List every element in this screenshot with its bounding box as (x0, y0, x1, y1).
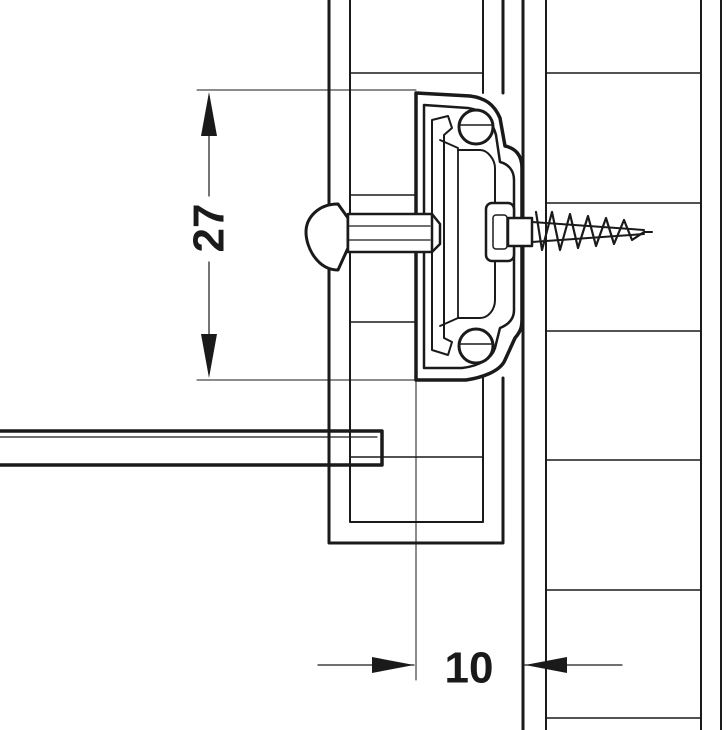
height-dimension-label: 27 (185, 204, 234, 253)
drawer-bottom-panel (0, 429, 384, 467)
ball-bearing-bottom (457, 327, 495, 365)
ball-bearing-top (457, 108, 495, 146)
gap-dimension-label: 10 (445, 644, 494, 693)
arrow-left-icon (525, 657, 567, 673)
drawer-screw (304, 202, 442, 272)
dimension-gap: 10 (317, 379, 623, 693)
arrow-up-icon (201, 92, 217, 136)
panel-grid-lines (545, 72, 702, 719)
cabinet-side-panel (521, 0, 722, 730)
dimension-height: 27 (185, 89, 417, 381)
arrow-down-icon (201, 334, 217, 378)
arrow-right-icon (372, 657, 414, 673)
wood-screw (506, 210, 653, 252)
